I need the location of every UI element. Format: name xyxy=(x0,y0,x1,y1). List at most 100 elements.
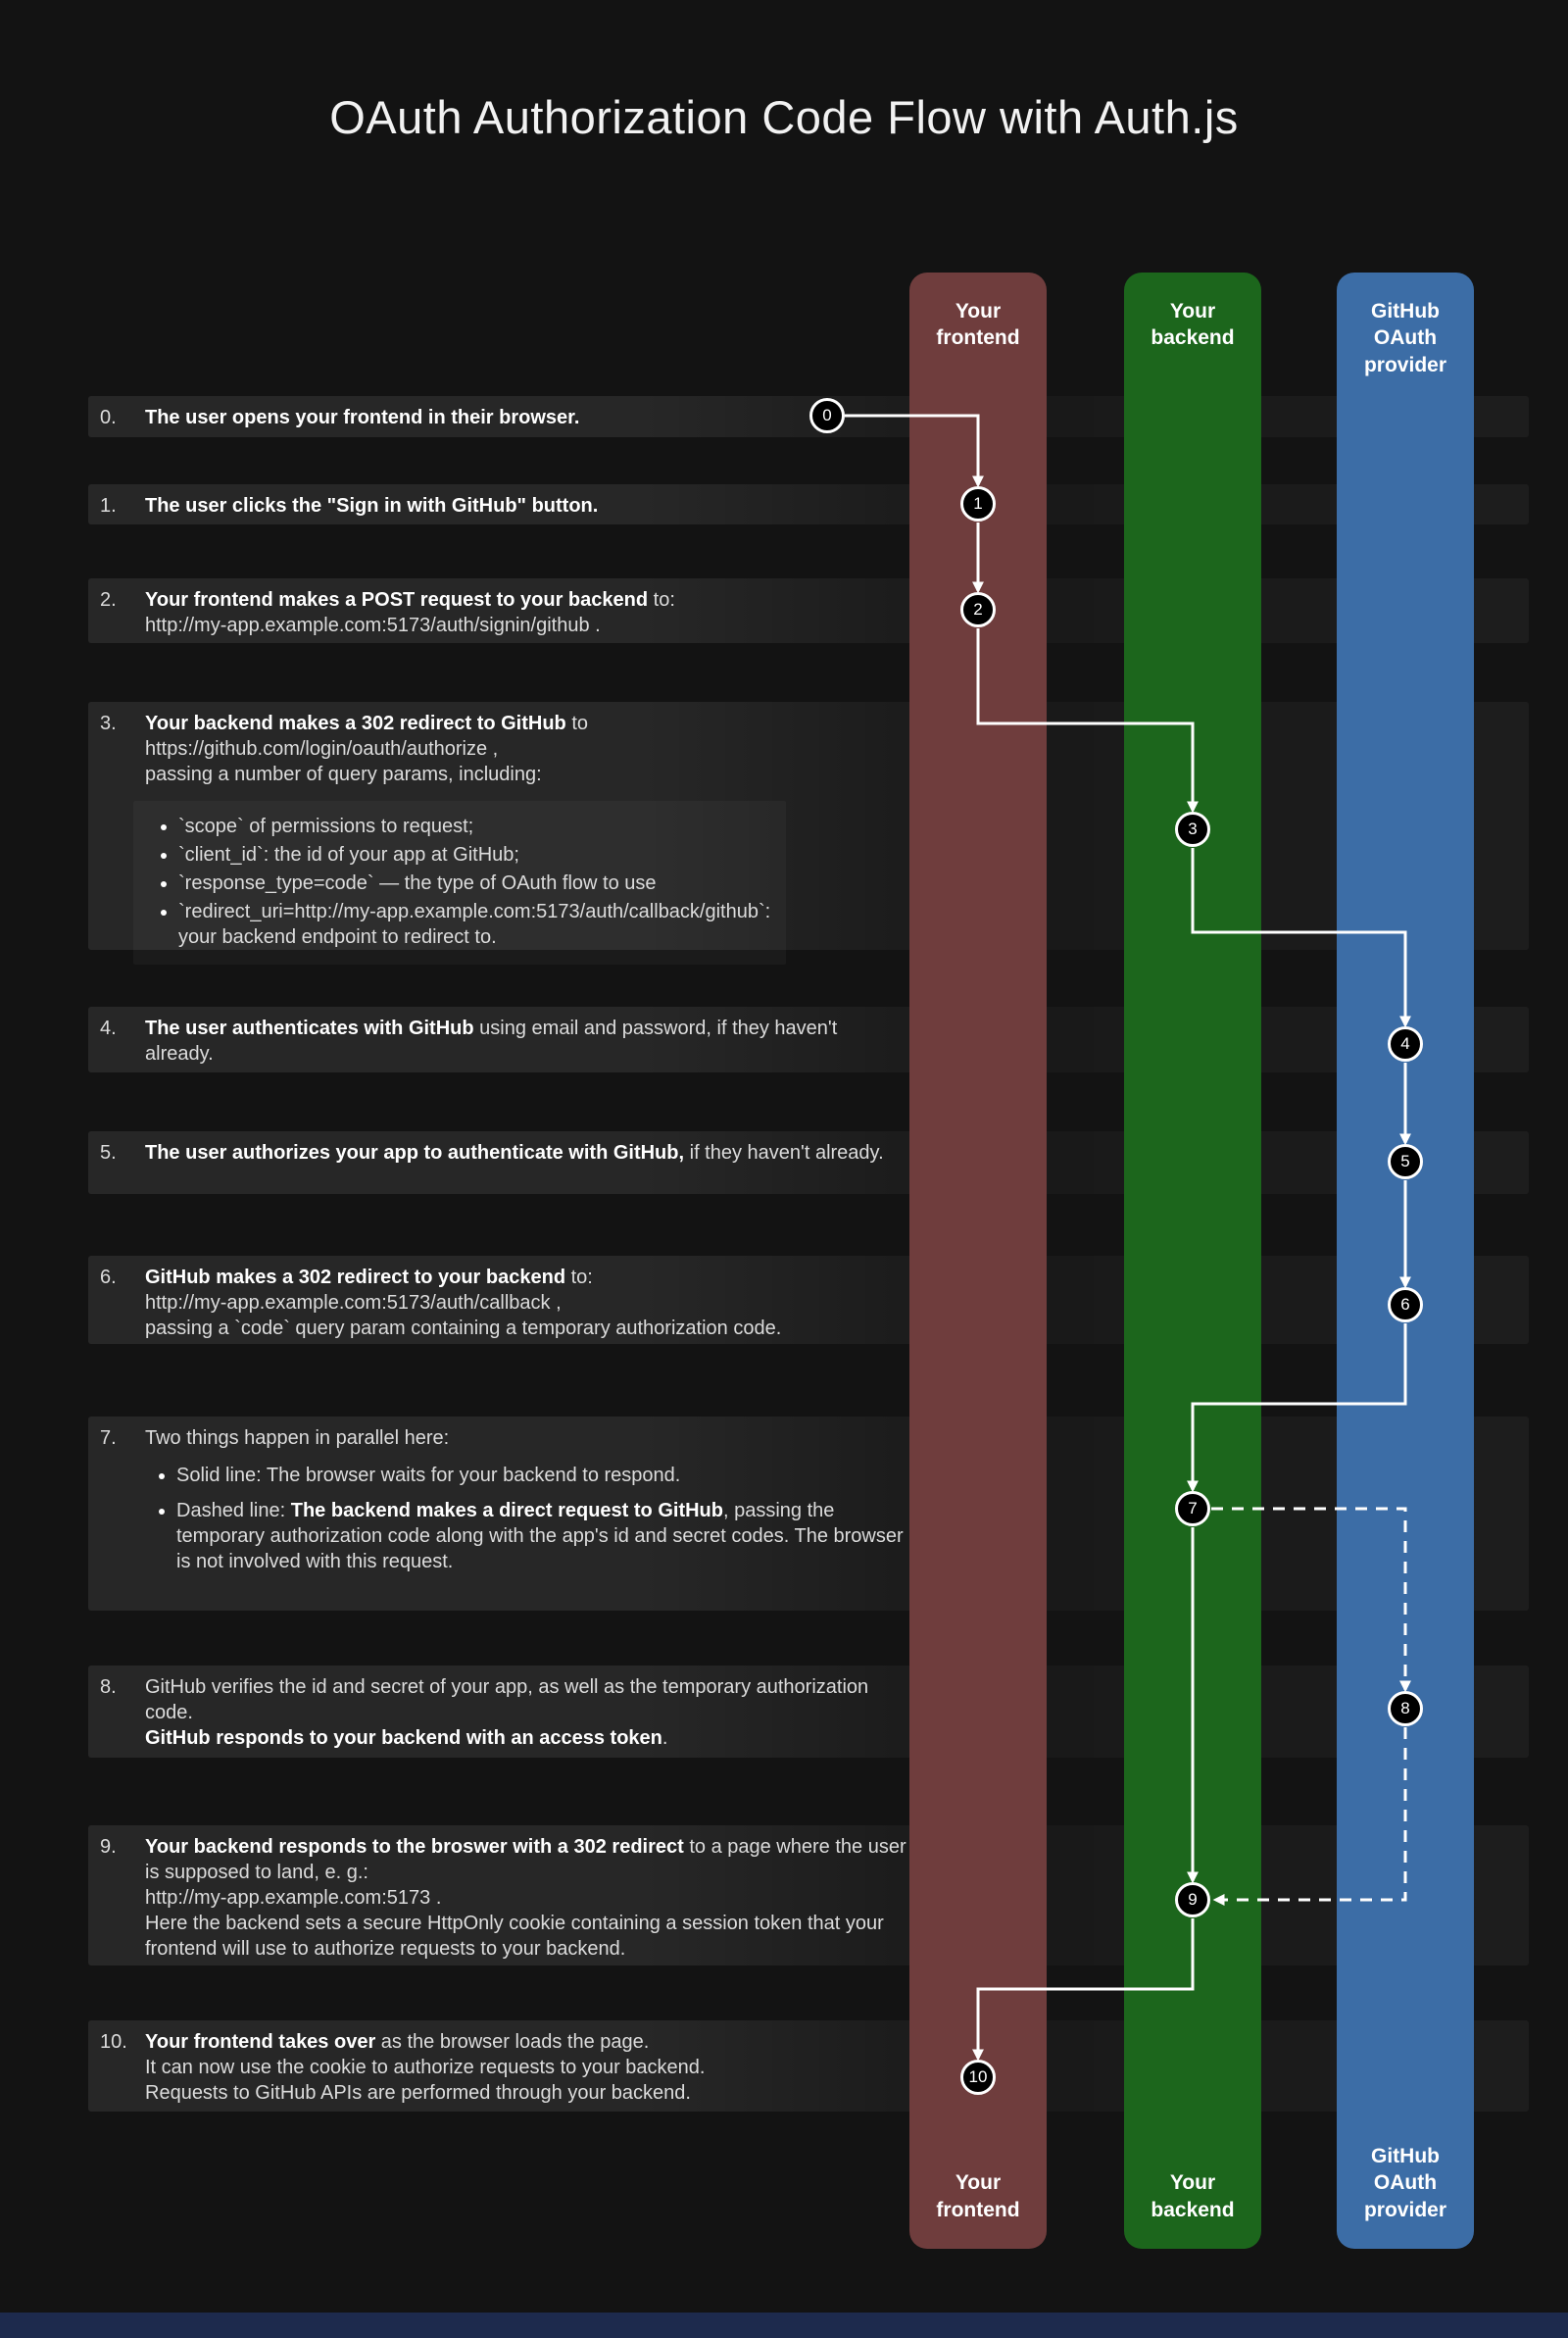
lane-github: GitHub OAuth provider GitHub OAuth provi… xyxy=(1337,273,1474,2249)
step-3-body: Your backend makes a 302 redirect to Git… xyxy=(145,711,786,965)
step-10-text: Your frontend takes over as the browser … xyxy=(145,2029,705,2106)
text-segment: Two things happen in parallel here: xyxy=(145,1427,450,1449)
text-segment: The user opens your frontend in their br… xyxy=(145,407,580,428)
text-segment: GitHub responds to your backend with an … xyxy=(145,1727,662,1749)
step-10: 10. Your frontend takes over as the brow… xyxy=(88,2020,1529,2112)
bullet-item: Dashed line: The backend makes a direct … xyxy=(176,1498,909,1574)
step-2-number: 2. xyxy=(100,589,117,611)
text-segment: Your backend responds to the broswer wit… xyxy=(145,1836,684,1858)
text-segment: The backend makes a direct request to Gi… xyxy=(290,1500,723,1521)
text-segment: using email and password, if they haven'… xyxy=(145,1018,838,1065)
step-6-text: GitHub makes a 302 redirect to your back… xyxy=(145,1265,781,1341)
bullet-item: `redirect_uri=http://my-app.example.com:… xyxy=(178,899,770,950)
text-segment: to xyxy=(565,713,589,734)
step-3-number: 3. xyxy=(100,713,117,734)
lane-frontend-label-bottom: Your frontend xyxy=(936,2171,1020,2221)
text-segment: http://my-app.example.com:5173/auth/sign… xyxy=(145,615,601,636)
text-segment: Solid line: The browser waits for your b… xyxy=(176,1465,681,1486)
text-segment: http://my-app.example.com:5173/auth/call… xyxy=(145,1292,562,1314)
text-segment: https://github.com/login/oauth/authorize… xyxy=(145,738,499,760)
step-7-text: Two things happen in parallel here: xyxy=(145,1425,909,1451)
step-3-bullets: `scope` of permissions to request; `clien… xyxy=(133,801,786,965)
text-segment: Your frontend makes a POST request to yo… xyxy=(145,589,649,611)
text-segment: to a page where the user is supposed to … xyxy=(145,1836,906,1883)
flow-node-2: 2 xyxy=(960,592,996,627)
text-segment: Requests to GitHub APIs are performed th… xyxy=(145,2082,691,2104)
step-7-body: Two things happen in parallel here: Soli… xyxy=(145,1425,909,1584)
step-7-number: 7. xyxy=(100,1427,117,1449)
bottom-strip xyxy=(0,2313,1568,2338)
text-segment: It can now use the cookie to authorize r… xyxy=(145,2057,706,2078)
bullet-item: Solid line: The browser waits for your b… xyxy=(176,1463,909,1488)
step-4: 4. The user authenticates with GitHub us… xyxy=(88,1007,1529,1072)
lane-backend-label-bottom: Your backend xyxy=(1151,2171,1235,2221)
step-6: 6. GitHub makes a 302 redirect to your b… xyxy=(88,1256,1529,1344)
flow-node-10: 10 xyxy=(960,2060,996,2095)
flow-node-4: 4 xyxy=(1388,1026,1423,1062)
step-8: 8. GitHub verifies the id and secret of … xyxy=(88,1666,1529,1758)
text-segment: to: xyxy=(648,589,675,611)
step-9: 9. Your backend responds to the broswer … xyxy=(88,1825,1529,1965)
lane-github-label-top: GitHub OAuth provider xyxy=(1363,300,1447,376)
text-segment: passing a `code` query param containing … xyxy=(145,1318,782,1339)
text-segment: GitHub makes a 302 redirect to your back… xyxy=(145,1267,566,1288)
step-2: 2. Your frontend makes a POST request to… xyxy=(88,578,1529,643)
text-segment: Dashed line: xyxy=(176,1500,291,1521)
text-segment: if they haven't already. xyxy=(684,1142,884,1164)
step-10-number: 10. xyxy=(100,2031,127,2053)
flow-node-9: 9 xyxy=(1175,1882,1210,1917)
bullet-item: `client_id`: the id of your app at GitHu… xyxy=(178,842,770,868)
text-segment: to: xyxy=(565,1267,593,1288)
step-0-text: The user opens your frontend in their br… xyxy=(145,405,579,430)
step-3-text: Your backend makes a 302 redirect to Git… xyxy=(145,711,786,787)
step-3: 3. Your backend makes a 302 redirect to … xyxy=(88,702,1529,950)
text-segment: , passing the temporary authorization co… xyxy=(176,1500,904,1572)
step-1: 1. The user clicks the "Sign in with Git… xyxy=(88,484,1529,524)
step-5: 5. The user authorizes your app to authe… xyxy=(88,1131,1529,1194)
flow-node-3: 3 xyxy=(1175,812,1210,847)
step-0-number: 0. xyxy=(100,407,117,428)
flow-node-6: 6 xyxy=(1388,1287,1423,1322)
text-segment: your backend endpoint to redirect to. xyxy=(178,926,497,948)
step-5-text: The user authorizes your app to authenti… xyxy=(145,1140,884,1166)
lane-frontend: Your frontend Your frontend xyxy=(909,273,1047,2249)
lane-backend-label-top: Your backend xyxy=(1151,300,1235,350)
text-segment: passing a number of query params, includ… xyxy=(145,764,542,785)
text-segment: as the browser loads the page. xyxy=(375,2031,650,2053)
bullet-item: `response_type=code` — the type of OAuth… xyxy=(178,871,770,896)
flow-node-0: 0 xyxy=(809,398,845,433)
text-segment: Your frontend takes over xyxy=(145,2031,376,2053)
text-segment: GitHub verifies the id and secret of you… xyxy=(145,1676,869,1723)
step-4-number: 4. xyxy=(100,1018,117,1039)
step-8-text: GitHub verifies the id and secret of you… xyxy=(145,1674,909,1751)
flow-node-7: 7 xyxy=(1175,1491,1210,1526)
flow-node-1: 1 xyxy=(960,486,996,522)
step-9-text: Your backend responds to the broswer wit… xyxy=(145,1834,909,1962)
step-1-number: 1. xyxy=(100,495,117,517)
text-segment: Here the backend sets a secure HttpOnly … xyxy=(145,1913,884,1960)
step-0: 0. The user opens your frontend in their… xyxy=(88,396,1529,437)
text-segment: . xyxy=(662,1727,668,1749)
text-segment: `client_id`: the id of your app at GitHu… xyxy=(178,844,519,866)
step-2-text: Your frontend makes a POST request to yo… xyxy=(145,587,675,638)
text-segment: `response_type=code` — the type of OAuth… xyxy=(178,872,657,894)
text-segment: Your backend makes a 302 redirect to Git… xyxy=(145,713,566,734)
bullet-item: `scope` of permissions to request; xyxy=(178,814,770,839)
step-9-number: 9. xyxy=(100,1836,117,1858)
flow-node-5: 5 xyxy=(1388,1144,1423,1179)
lane-backend: Your backend Your backend xyxy=(1124,273,1261,2249)
text-segment: `redirect_uri=http://my-app.example.com:… xyxy=(178,901,771,922)
step-5-number: 5. xyxy=(100,1142,117,1164)
text-segment: The user authorizes your app to authenti… xyxy=(145,1142,685,1164)
lane-github-label-bottom: GitHub OAuth provider xyxy=(1363,2145,1447,2221)
text-segment: http://my-app.example.com:5173 . xyxy=(145,1887,442,1909)
step-8-number: 8. xyxy=(100,1676,117,1698)
text-segment: `scope` of permissions to request; xyxy=(178,816,474,837)
page-title: OAuth Authorization Code Flow with Auth.… xyxy=(329,91,1239,143)
lane-frontend-label-top: Your frontend xyxy=(936,300,1020,350)
text-segment: The user clicks the "Sign in with GitHub… xyxy=(145,495,599,517)
flow-node-8: 8 xyxy=(1388,1691,1423,1726)
step-4-text: The user authenticates with GitHub using… xyxy=(145,1016,909,1067)
step-1-text: The user clicks the "Sign in with GitHub… xyxy=(145,493,598,519)
